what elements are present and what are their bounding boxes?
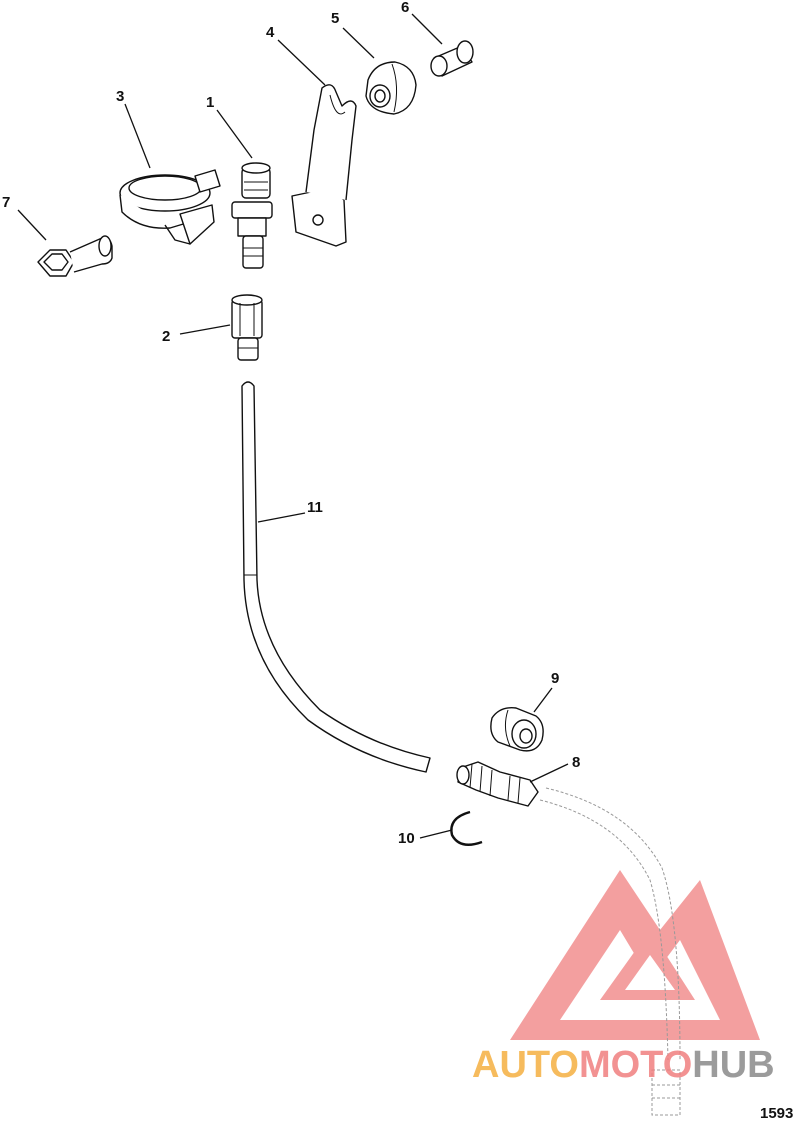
watermark-moto: MOTO xyxy=(579,1044,692,1086)
callout-11: 11 xyxy=(307,499,323,516)
watermark-hub: HUB xyxy=(692,1044,774,1086)
part-9-grommet xyxy=(490,707,544,752)
part-7-flange-bolt xyxy=(37,235,113,277)
callout-labels: 1 2 3 4 5 6 7 8 9 10 11 xyxy=(2,0,580,847)
watermark-auto: AUTO xyxy=(472,1044,579,1086)
callout-2: 2 xyxy=(162,328,170,345)
part-2-adapter xyxy=(231,294,263,361)
part-11-hose xyxy=(241,381,431,773)
part-1-fitting xyxy=(231,162,273,269)
part-6-sleeve xyxy=(430,40,474,77)
part-5-grommet xyxy=(365,61,417,115)
watermark-text: AUTOMOTOHUB xyxy=(472,1044,775,1086)
svg-text:AUTOMOTOHUB: AUTOMOTOHUB xyxy=(472,1044,775,1086)
callout-7: 7 xyxy=(2,194,10,211)
callout-3: 3 xyxy=(116,88,124,105)
ghost-hose xyxy=(539,787,681,1116)
figure-number: 1593 xyxy=(760,1105,793,1122)
callout-6: 6 xyxy=(401,0,409,16)
callout-10: 10 xyxy=(398,830,415,847)
leader-lines xyxy=(17,13,569,839)
callout-5: 5 xyxy=(331,10,339,27)
part-8-coupling xyxy=(456,761,539,807)
part-4-bracket xyxy=(291,84,357,247)
part-10-retaining-clip xyxy=(450,810,483,846)
callout-4: 4 xyxy=(266,24,275,41)
callout-9: 9 xyxy=(551,670,559,687)
callout-8: 8 xyxy=(572,754,580,771)
callout-1: 1 xyxy=(206,94,214,111)
part-3-hose-clamp xyxy=(119,169,221,245)
watermark-logo-icon xyxy=(510,870,760,1040)
